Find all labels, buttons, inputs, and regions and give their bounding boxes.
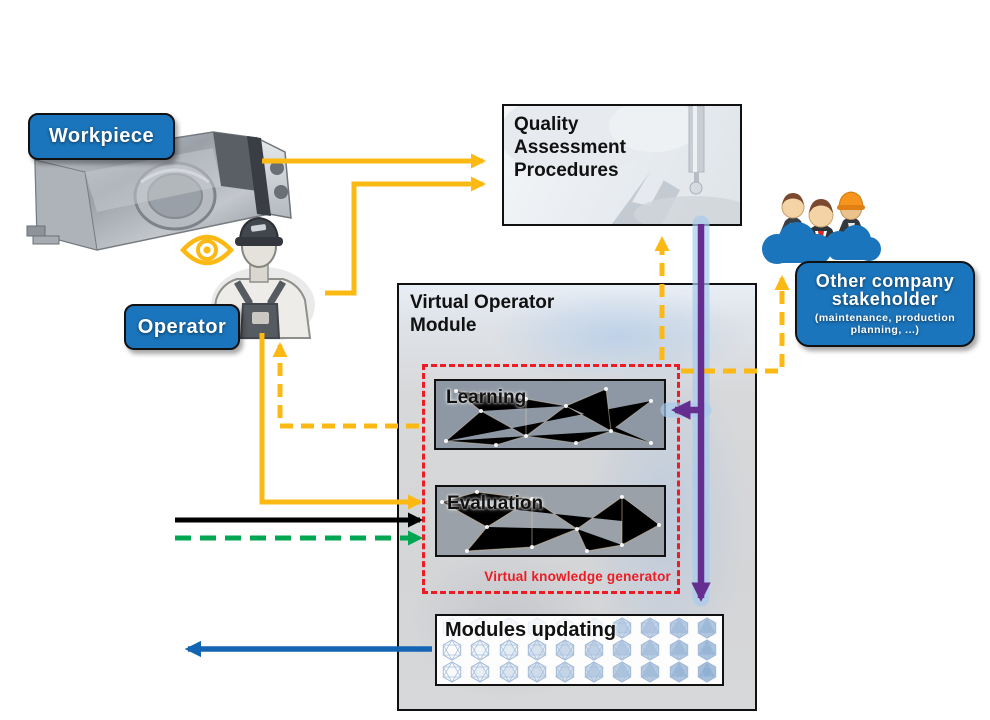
- polyhedra-grid: [438, 617, 721, 683]
- polyhedron-icon: [636, 617, 664, 639]
- virtual-knowledge-generator-frame: [422, 364, 680, 594]
- polyhedron-icon: [608, 661, 636, 683]
- polyhedron-icon: [523, 639, 551, 661]
- polyhedron-icon: [523, 661, 551, 683]
- polyhedron-icon: [693, 661, 721, 683]
- workpiece-label: Workpiece: [28, 113, 175, 160]
- polyhedron-icon: [438, 639, 466, 661]
- operator-label-text: Operator: [137, 315, 227, 338]
- operator-label: Operator: [124, 304, 240, 350]
- polyhedron-icon: [664, 639, 692, 661]
- workpiece-image: [26, 131, 292, 251]
- polyhedron-icon: [466, 617, 494, 639]
- evaluation-label: Evaluation: [447, 493, 544, 514]
- quality-assessment-title: Quality Assessment Procedures: [514, 114, 626, 181]
- polyhedron-icon: [608, 639, 636, 661]
- polyhedron-icon: [664, 617, 692, 639]
- polyhedron-icon: [495, 617, 523, 639]
- network-background: [437, 487, 664, 555]
- network-background: [436, 381, 664, 448]
- polyhedron-icon: [579, 661, 607, 683]
- polyhedron-icon: [608, 617, 636, 639]
- stakeholder-people-icon: [762, 191, 881, 264]
- polyhedron-icon: [551, 639, 579, 661]
- polyhedron-icon: [579, 639, 607, 661]
- polyhedron-icon: [693, 639, 721, 661]
- eye-icon: [180, 234, 234, 266]
- stakeholder-label: Other company stakeholder (maintenance, …: [795, 261, 975, 347]
- stakeholder-title: Other company stakeholder: [815, 270, 955, 310]
- arrow-operator-to-qap: [325, 176, 486, 296]
- polyhedron-icon: [664, 661, 692, 683]
- polyhedron-icon: [466, 639, 494, 661]
- virtual-knowledge-generator-label: Virtual knowledge generator: [484, 569, 671, 584]
- polyhedron-icon: [693, 617, 721, 639]
- virtual-operator-module-title: Virtual Operator Module: [410, 292, 555, 336]
- polyhedron-icon: [551, 617, 579, 639]
- polyhedron-icon: [523, 617, 551, 639]
- polyhedron-icon: [495, 639, 523, 661]
- virtual-operator-module-box: Virtual Operator Module Virtual knowledg…: [397, 283, 757, 711]
- polyhedron-icon: [466, 661, 494, 683]
- polyhedron-icon: [495, 661, 523, 683]
- learning-label: Learning: [446, 387, 527, 408]
- polyhedron-icon: [636, 639, 664, 661]
- learning-box: Learning: [434, 379, 666, 450]
- polyhedron-icon: [438, 661, 466, 683]
- evaluation-box: Evaluation: [435, 485, 666, 557]
- polyhedron-icon: [438, 617, 466, 639]
- modules-updating-box: Modules updating: [435, 614, 724, 686]
- stakeholder-subtitle: (maintenance, production planning, ...): [814, 312, 956, 337]
- workpiece-label-text: Workpiece: [48, 125, 155, 147]
- cmm-probe-image: [504, 106, 740, 224]
- polyhedron-icon: [551, 661, 579, 683]
- modules-updating-label: Modules updating: [445, 619, 617, 641]
- quality-assessment-box: Quality Assessment Procedures: [502, 104, 742, 226]
- polyhedron-icon: [636, 661, 664, 683]
- polyhedron-icon: [579, 617, 607, 639]
